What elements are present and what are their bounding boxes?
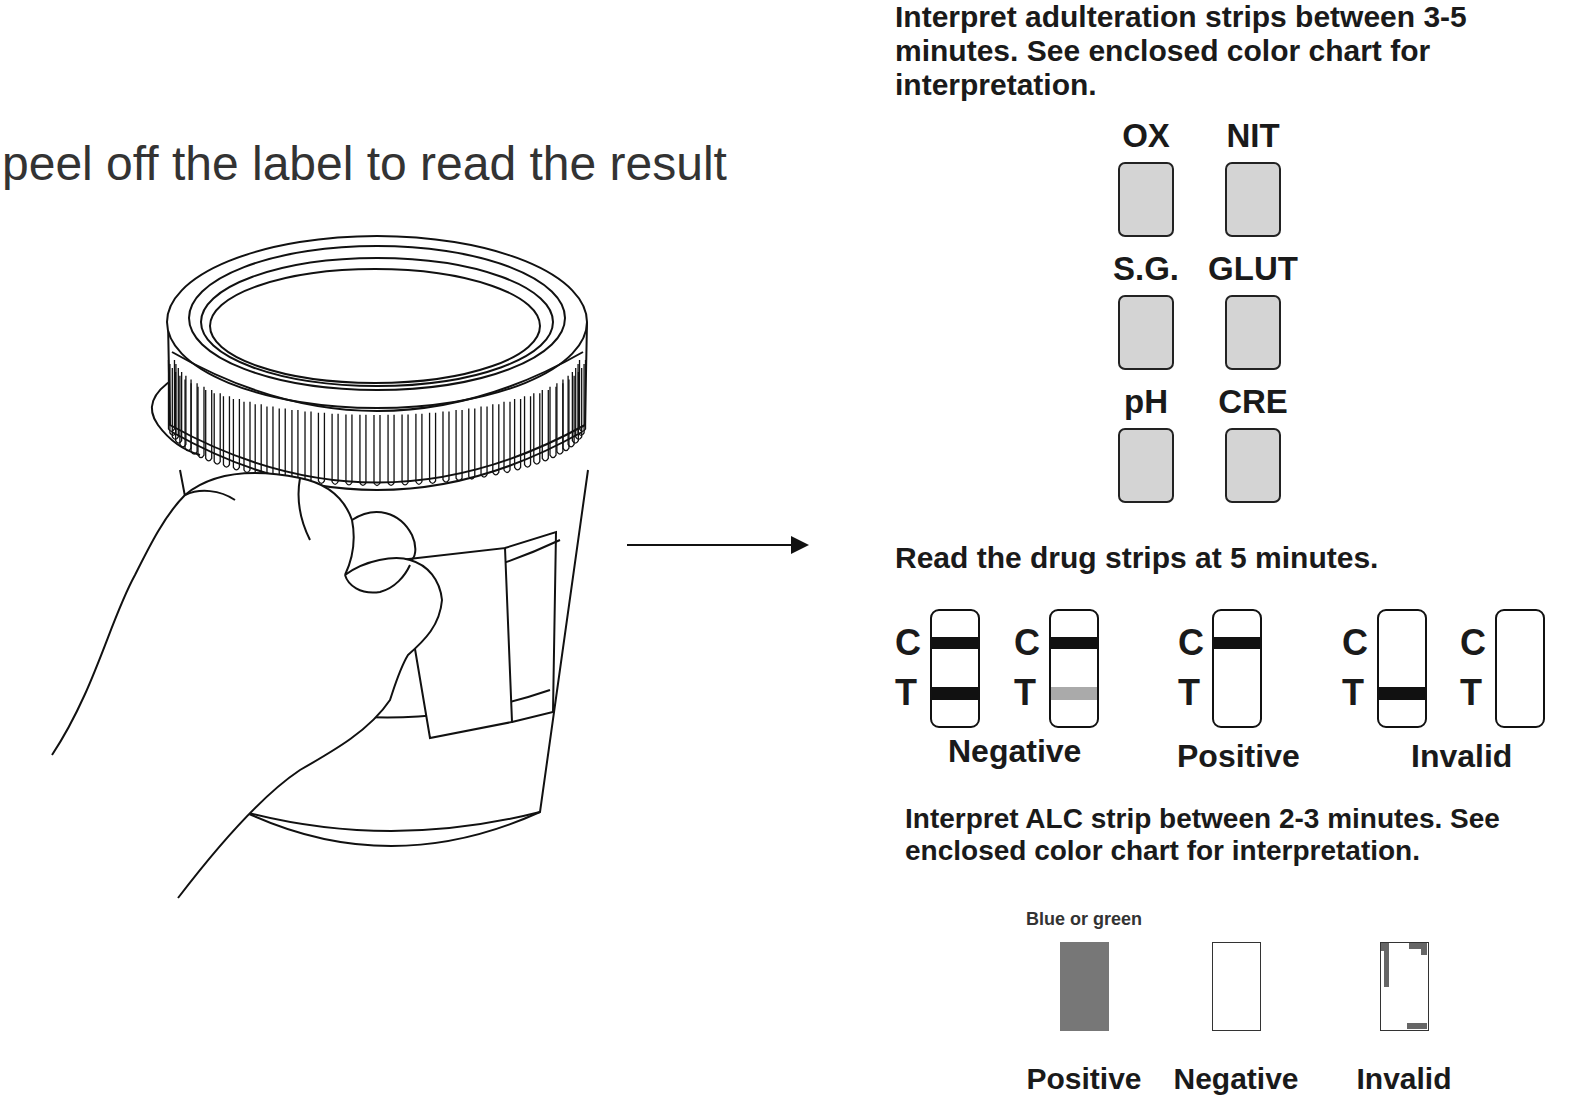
test-pad <box>1118 428 1174 503</box>
result-label: Negative <box>948 733 1081 770</box>
line-letter: C <box>1014 622 1040 663</box>
pointer-arrow <box>627 544 795 546</box>
line-letter: C <box>1178 622 1204 663</box>
instruction-text: Interpret adulteration strips between 3-… <box>895 0 1575 102</box>
line-letter: C <box>895 622 921 663</box>
line-letter: T <box>1342 672 1364 713</box>
instruction-text: Read the drug strips at 5 minutes. <box>895 540 1378 575</box>
test-pad <box>1225 295 1281 370</box>
pad-label: CRE <box>1218 382 1288 422</box>
test-pad <box>1212 942 1261 1031</box>
adulteration-pad: NIT <box>1168 116 1338 237</box>
pad-label: S.G. <box>1113 249 1179 289</box>
adulteration-pad: GLUT <box>1168 249 1338 370</box>
pad-label: NIT <box>1226 116 1279 156</box>
test-pad <box>1225 428 1281 503</box>
line-letter: T <box>1178 672 1200 713</box>
result-label: Positive <box>1177 738 1300 775</box>
result-label: Invalid <box>1411 738 1512 775</box>
drug-strips <box>931 610 1544 727</box>
adulteration-pad: CRE <box>1168 382 1338 503</box>
line-letter: C <box>1460 622 1486 663</box>
test-pad <box>1118 162 1174 237</box>
invalid-marks <box>1381 943 1427 1029</box>
arrow-head <box>791 536 809 554</box>
pad-label: Blue or green <box>1026 908 1142 932</box>
test-pad <box>1118 295 1174 370</box>
pad-label: pH <box>1124 382 1168 422</box>
pad-label: GLUT <box>1208 249 1298 289</box>
alcohol-pad: Negative <box>1151 908 1321 1097</box>
adulteration-pad: pH <box>1061 382 1231 503</box>
alcohol-pad: Invalid <box>1319 908 1489 1097</box>
alcohol-pad: Blue or greenPositive <box>999 908 1169 1097</box>
pad-label: OX <box>1122 116 1170 156</box>
line-letter: T <box>1014 672 1036 713</box>
pad-label: Invalid <box>1356 1061 1451 1097</box>
test-pad <box>1060 942 1109 1031</box>
test-pad <box>1380 942 1429 1031</box>
adulteration-pad: OX <box>1061 116 1231 237</box>
line-letter: T <box>1460 672 1482 713</box>
instruction-text: peel off the label to read the result <box>2 136 727 191</box>
line-letter: T <box>895 672 917 713</box>
adulteration-pad: S.G. <box>1061 249 1231 370</box>
line-letter: C <box>1342 622 1368 663</box>
test-pad <box>1225 162 1281 237</box>
instruction-text: Interpret ALC strip between 2-3 minutes.… <box>905 803 1577 867</box>
pad-label: Positive <box>1026 1061 1141 1097</box>
pad-label: Negative <box>1173 1061 1298 1097</box>
